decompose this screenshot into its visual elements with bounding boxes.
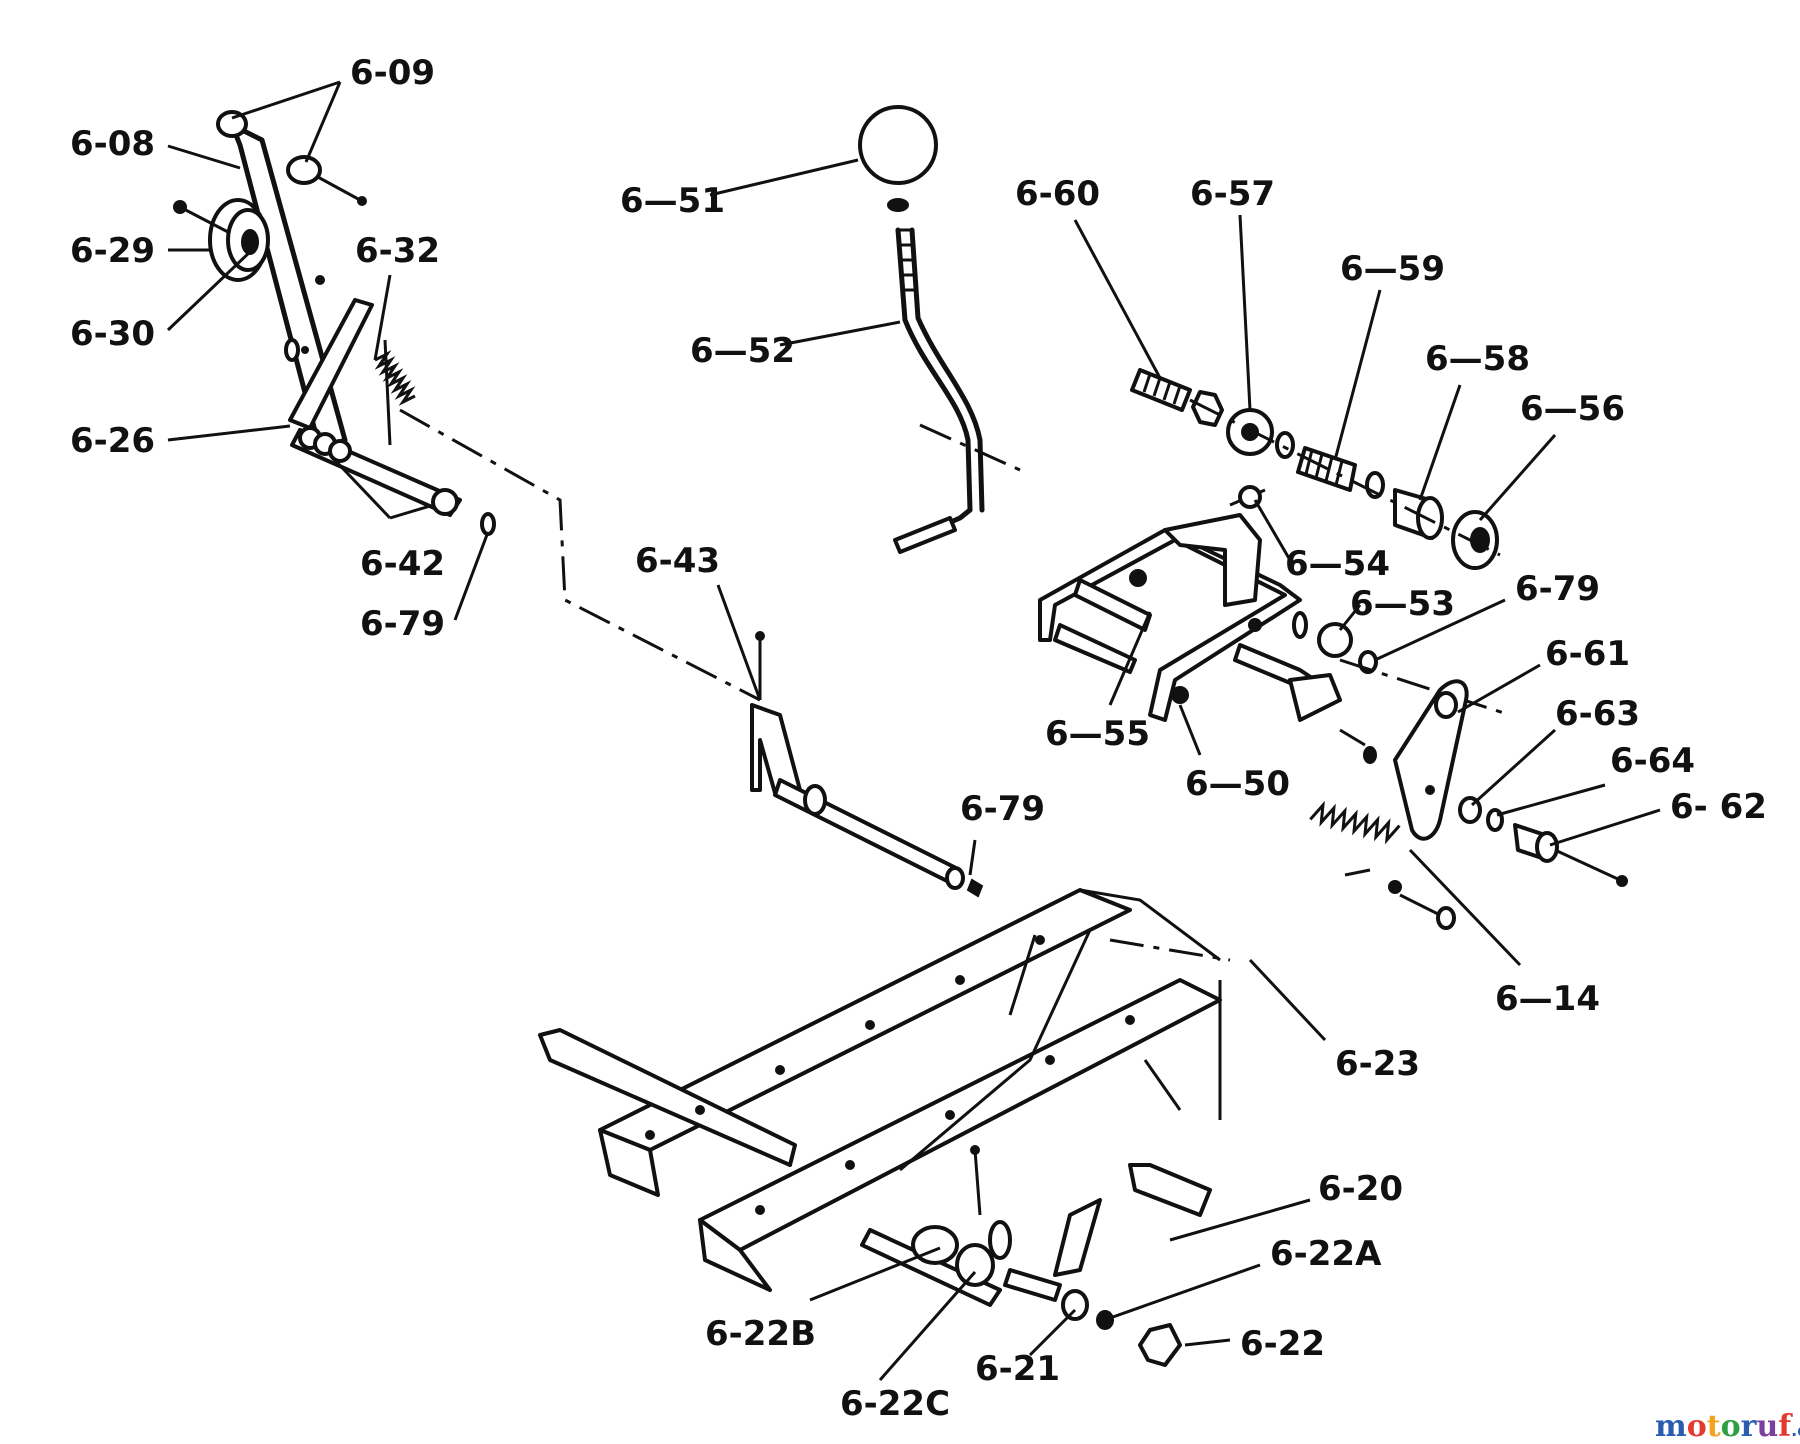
label-6-50: 6—50 [1185, 764, 1290, 804]
label-6-63: 6-63 [1555, 694, 1640, 734]
label-6-14: 6—14 [1495, 979, 1600, 1019]
svg-text:motoruf.de: motoruf.de [1655, 1409, 1800, 1444]
label-6-56: 6—56 [1520, 389, 1625, 429]
label-6-59: 6—59 [1340, 249, 1445, 289]
label-6-43: 6-43 [635, 541, 720, 581]
label-6-61: 6-61 [1545, 634, 1630, 674]
label-6-22A: 6-22A [1270, 1234, 1382, 1274]
leader-lines [166, 80, 1661, 1381]
label-6-62: 6- 62 [1670, 787, 1767, 827]
label-6-53: 6—53 [1350, 584, 1455, 624]
pedal-assembly [173, 110, 496, 536]
label-6-54: 6—54 [1285, 544, 1390, 584]
shift-bracket [1038, 485, 1511, 722]
label-6-55: 6—55 [1045, 714, 1150, 754]
label-6-79-lower: 6-79 [960, 789, 1045, 829]
label-6-64: 6-64 [1610, 741, 1695, 781]
label-6-60: 6-60 [1015, 174, 1100, 214]
label-6-22C: 6-22C [840, 1384, 950, 1424]
label-6-23: 6-23 [1335, 1044, 1420, 1084]
label-6-58: 6—58 [1425, 339, 1530, 379]
label-6-09: 6-09 [350, 53, 435, 93]
label-6-22B: 6-22B [705, 1314, 816, 1354]
label-6-21: 6-21 [975, 1349, 1060, 1389]
watermark-logo: motoruf.de [1655, 1409, 1800, 1444]
arm-6-43 [750, 631, 984, 898]
label-6-08: 6-08 [70, 124, 155, 164]
label-6-32: 6-32 [355, 231, 440, 271]
label-6-79-mid: 6-79 [1515, 569, 1600, 609]
lever-6-61 [1309, 679, 1628, 930]
label-6-29: 6-29 [70, 231, 155, 271]
link-rod-centerline [399, 408, 761, 702]
shift-lever [858, 105, 1021, 554]
label-6-22: 6-22 [1240, 1324, 1325, 1364]
label-6-52: 6—52 [690, 331, 795, 371]
part-labels: 6-09 6-08 6-29 6-32 6-30 6-26 6-42 6-79 … [70, 53, 1767, 1424]
label-6-42: 6-42 [360, 544, 445, 584]
label-6-51: 6—51 [620, 181, 725, 221]
detent-assembly [1130, 368, 1501, 570]
lower-linkage [860, 1145, 1212, 1367]
label-6-20: 6-20 [1318, 1169, 1403, 1209]
label-6-30: 6-30 [70, 314, 155, 354]
label-6-26: 6-26 [70, 421, 155, 461]
frame [538, 888, 1231, 1292]
label-6-79-left: 6-79 [360, 604, 445, 644]
spring-6-32 [374, 339, 416, 446]
label-6-57: 6-57 [1190, 174, 1275, 214]
